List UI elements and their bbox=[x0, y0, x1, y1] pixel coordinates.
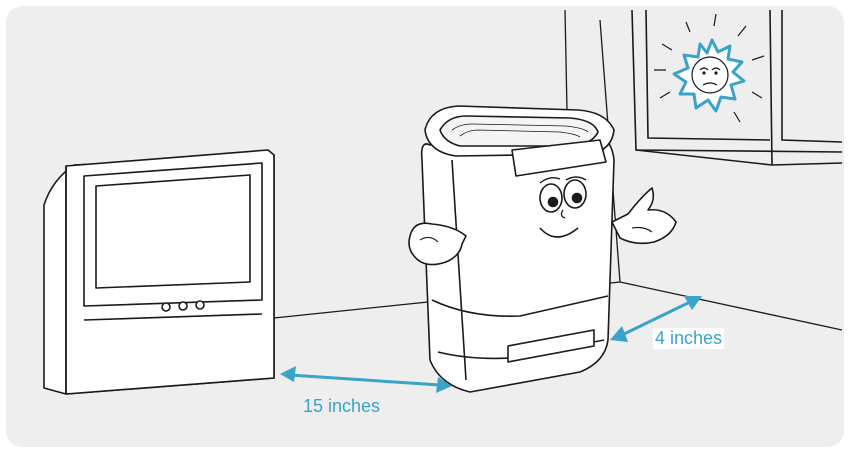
tv-distance-label: 15 inches bbox=[303, 396, 380, 417]
tv-distance-arrow bbox=[280, 366, 452, 393]
placement-illustration bbox=[6, 6, 844, 447]
sun-icon bbox=[654, 14, 764, 122]
window bbox=[632, 10, 842, 165]
wall-distance-label: 4 inches bbox=[653, 328, 724, 349]
illustration-frame: 15 inches 4 inches bbox=[6, 6, 844, 447]
television-icon bbox=[44, 150, 274, 394]
